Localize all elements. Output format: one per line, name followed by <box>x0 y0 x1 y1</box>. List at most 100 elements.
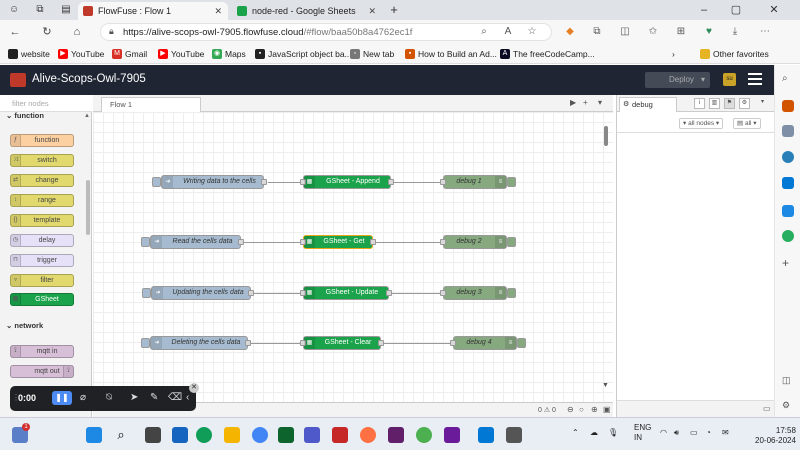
output-port[interactable] <box>388 179 394 185</box>
book-icon[interactable]: ▥ <box>709 98 720 109</box>
main-menu-icon[interactable] <box>748 73 762 85</box>
inject-button[interactable] <box>141 338 150 348</box>
search-icon[interactable]: ⌕ <box>782 73 788 84</box>
palette-node-mqtt-in[interactable]: ⟟mqtt in <box>10 345 74 358</box>
wire[interactable] <box>253 293 303 294</box>
palette-category-network[interactable]: ⌄ network <box>6 321 44 330</box>
bookmark-new-tab[interactable]: ▫New tab <box>350 47 394 61</box>
mic-off-icon[interactable]: ⍉ <box>106 392 112 403</box>
workspaces-icon[interactable]: ⧉ <box>36 4 44 15</box>
palette-node-filter[interactable]: ▿filter <box>10 274 74 287</box>
tab-actions-icon[interactable]: ▤ <box>61 4 71 15</box>
drop-icon[interactable] <box>782 205 794 217</box>
notifications-tray-icon[interactable]: ◔ <box>706 428 711 437</box>
debug-node[interactable]: debug 3 ≡ <box>440 286 516 300</box>
camera-off-icon[interactable]: ⌀ <box>80 392 87 403</box>
input-port[interactable] <box>450 340 456 346</box>
edge-icon[interactable] <box>196 427 212 443</box>
bookmark-youtube-2[interactable]: ▶YouTube <box>158 47 204 61</box>
metamask-icon[interactable]: ◆ <box>566 26 574 37</box>
input-port[interactable] <box>300 290 306 296</box>
input-port[interactable] <box>440 290 446 296</box>
slack-icon[interactable] <box>388 427 404 443</box>
zoom-out-icon[interactable]: ⊖ <box>567 405 574 414</box>
flow-canvas[interactable]: ➜ Writing data to the cells ▦ GSheet - A… <box>93 112 613 402</box>
output-port[interactable] <box>245 340 251 346</box>
gsheet-node[interactable]: ▦ GSheet - Update <box>300 286 392 300</box>
palette-filter-input[interactable]: filter nodes <box>0 95 92 112</box>
scroll-down-icon[interactable]: ▼ <box>602 382 609 389</box>
debug-node[interactable]: debug 4 ≡ <box>450 336 526 350</box>
favorite-star-icon[interactable]: ☆ <box>527 26 537 37</box>
info-icon[interactable]: i <box>694 98 705 109</box>
palette-node-delay[interactable]: ◷delay <box>10 234 74 247</box>
tray-overflow-icon[interactable]: ⌃ <box>572 428 579 437</box>
explorer-icon[interactable] <box>172 427 188 443</box>
bookmark-other-favorites[interactable]: Other favorites <box>700 47 769 61</box>
shopping-icon[interactable] <box>782 100 794 112</box>
collections-icon[interactable]: ⊞ <box>676 26 686 37</box>
read-aloud-icon[interactable]: A <box>504 26 512 37</box>
bookmark-maps[interactable]: ◉Maps <box>212 49 246 59</box>
inject-node[interactable]: ➜ Writing data to the cells <box>152 175 267 189</box>
firefox-icon[interactable] <box>360 427 376 443</box>
debug-toggle[interactable] <box>507 288 516 298</box>
filter-level-button[interactable]: ▤ all ▾ <box>733 118 761 129</box>
outlook-icon[interactable] <box>782 177 794 189</box>
debug-tab-icon[interactable]: ⚑ <box>724 98 735 109</box>
back-icon[interactable]: ← <box>9 26 21 38</box>
vscode-icon[interactable] <box>478 427 494 443</box>
bookmark-youtube[interactable]: ▶YouTube <box>58 47 104 61</box>
palette-node-switch[interactable]: ⤨switch <box>10 154 74 167</box>
deploy-button[interactable]: Deploy ▾ <box>645 72 710 88</box>
close-tab-icon[interactable]: ✕ <box>214 6 222 16</box>
navigator-icon[interactable]: ▣ <box>603 405 611 414</box>
palette-node-gsheet[interactable]: ▦GSheet <box>10 293 74 306</box>
pointer-icon[interactable]: ➤ <box>130 392 139 403</box>
maximize-icon[interactable]: ▢ <box>730 4 742 16</box>
bookmarks-overflow-icon[interactable]: › <box>672 49 675 59</box>
input-port[interactable] <box>440 179 446 185</box>
wire[interactable] <box>250 343 303 344</box>
chrome-icon[interactable] <box>252 427 268 443</box>
palette-node-template[interactable]: {}template <box>10 214 74 227</box>
wire[interactable] <box>373 242 443 243</box>
output-port[interactable] <box>238 239 244 245</box>
weather-icon[interactable] <box>12 427 28 443</box>
new-tab-button[interactable]: + <box>390 2 398 17</box>
favorites-icon[interactable]: ✩ <box>648 26 658 37</box>
start-icon[interactable] <box>86 427 102 443</box>
palette-node-change[interactable]: ⇄change <box>10 174 74 187</box>
m365-icon[interactable] <box>782 151 794 163</box>
window-close-icon[interactable]: ✕ <box>769 4 779 16</box>
input-port[interactable] <box>300 179 306 185</box>
wifi-icon[interactable]: ◠ <box>660 428 667 437</box>
bookmark-javascript[interactable]: ▪JavaScript object ba... <box>255 47 352 61</box>
tab-debug[interactable]: ⚙ debug <box>619 97 677 112</box>
extension-icon[interactable]: ⧉ <box>593 26 601 37</box>
inject-button[interactable] <box>152 177 161 187</box>
more-icon[interactable]: ⋯ <box>760 26 770 37</box>
pause-button[interactable]: ❚❚ <box>52 391 72 405</box>
minimize-icon[interactable]: – <box>700 4 708 16</box>
downloads-icon[interactable]: ⤓ <box>732 26 738 37</box>
gsheet-node[interactable]: ▦ GSheet - Append <box>300 175 394 189</box>
settings-icon[interactable]: ⚙ <box>782 400 791 410</box>
gsheet-node[interactable]: ▦ GSheet - Clear <box>300 336 384 350</box>
palette-node-trigger[interactable]: ⊓trigger <box>10 254 74 267</box>
debug-node[interactable]: debug 1 ≡ <box>440 175 516 189</box>
close-tab-icon[interactable]: ✕ <box>368 6 376 16</box>
sidebar-menu-icon[interactable]: ▾ <box>760 99 764 105</box>
wire[interactable] <box>268 182 308 183</box>
games-icon[interactable] <box>782 230 794 242</box>
tools-icon[interactable] <box>782 125 794 137</box>
mcafee-icon[interactable] <box>332 427 348 443</box>
eraser-icon[interactable]: ⌫ <box>168 392 183 403</box>
sidebar-hide-icon[interactable]: ◫ <box>782 375 791 385</box>
wire[interactable] <box>381 343 453 344</box>
gsheet-node[interactable]: ▦ GSheet - Get <box>300 235 376 249</box>
inject-button[interactable] <box>141 237 150 247</box>
